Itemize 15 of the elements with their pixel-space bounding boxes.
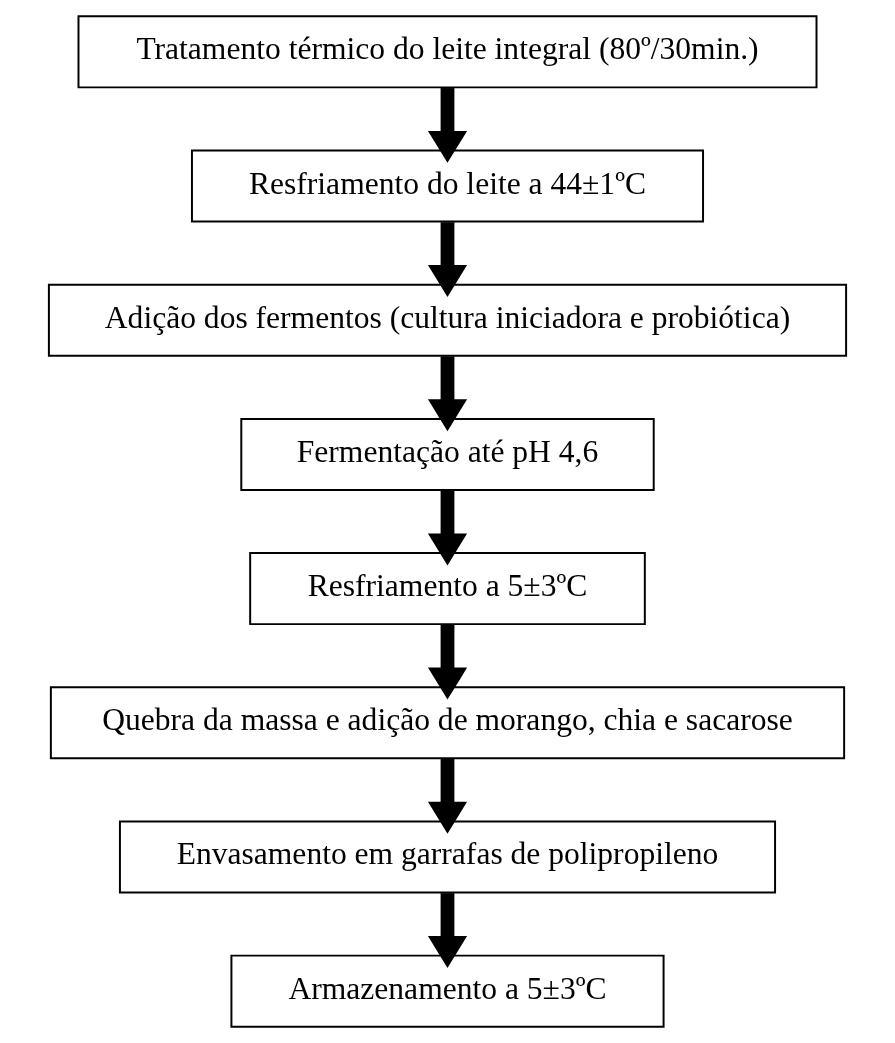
node-box: Quebra da massa e adição de morango, chia e sacarose: [49, 686, 846, 760]
arrow: [427, 624, 468, 700]
arrow: [427, 893, 468, 968]
arrow: [427, 88, 468, 163]
node-box: Envasamento em garrafas de polipropileno: [118, 820, 777, 894]
arrow: [427, 758, 468, 834]
arrow: [427, 356, 468, 432]
node-box: Fermentação até pH 4,6: [240, 417, 655, 491]
node-box: Armazenamento a 5±3ºC: [230, 954, 665, 1028]
node-box: Adição dos fermentos (cultura iniciadora e probiótica): [47, 283, 848, 357]
node-box: Resfriamento a 5±3ºC: [249, 552, 646, 626]
node-box: Tratamento térmico do leite integral (80º/30min.): [77, 15, 818, 89]
node-box: Resfriamento do leite a 44±1ºC: [190, 149, 705, 223]
arrow: [427, 490, 468, 566]
arrow: [427, 222, 468, 298]
